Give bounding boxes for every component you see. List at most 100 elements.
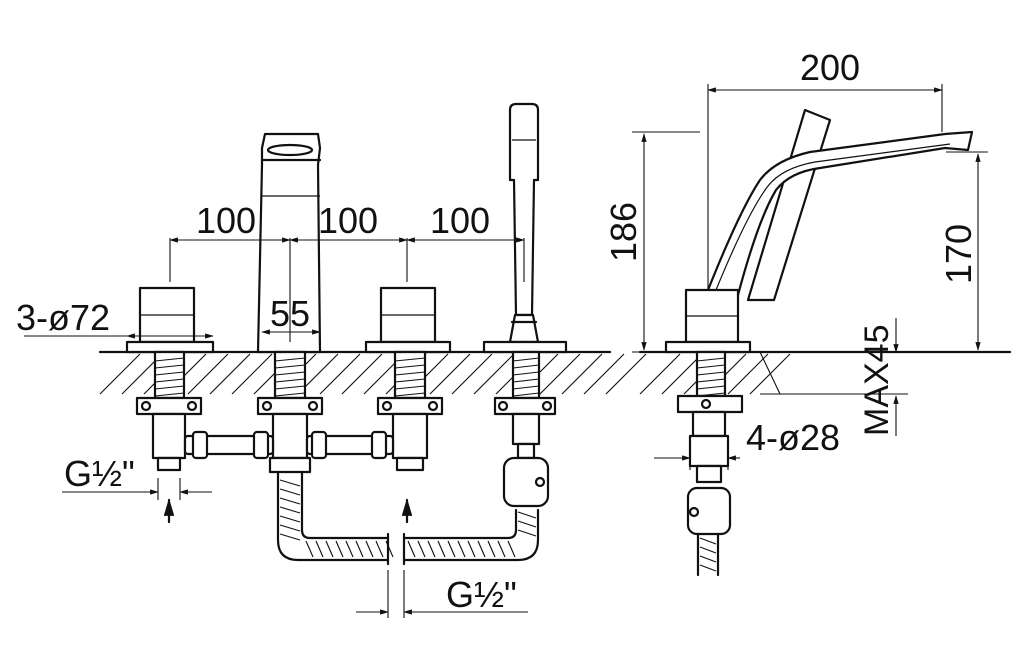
thread-line [512,357,540,362]
hatch-line [209,353,251,395]
left-handle [125,286,215,354]
dim-spacing-2: 100 [318,200,378,241]
hand-shower [482,102,568,354]
thread-line [154,392,185,397]
braid-line [305,540,314,558]
dim-thread-left: G½" [64,453,135,494]
braid-line [447,540,456,558]
inlet-arrows [163,498,413,524]
hatch-line [473,353,515,395]
braid-line [699,564,717,572]
braid-line [279,524,301,532]
dim-spacing-1: 100 [196,200,256,241]
dim-spout-height: 186 [603,202,644,262]
braid-line [427,540,436,558]
braid-line [699,555,717,563]
thread-line [696,357,726,362]
braid-line [279,479,301,487]
dim-thread-bottom: G½" [446,574,517,615]
hatch-line [99,353,141,395]
hatch-line [429,353,471,395]
braid-line [457,540,466,558]
thread-line [274,378,306,383]
dim-spacing-3: 100 [430,200,490,241]
thread-line [512,385,540,390]
hatch-line [341,353,383,395]
thread-line [512,378,540,383]
thread-line [512,371,540,376]
braid-line [517,529,537,537]
side-shank [695,350,727,398]
thread-line [274,385,306,390]
thread-line [394,371,426,376]
braid-line [517,511,537,519]
side-lower-assembly [676,394,744,577]
hatch-line [561,353,603,395]
braid-line [477,540,486,558]
thread-line [154,371,185,376]
braid-line [279,533,301,541]
braid-line [497,540,506,558]
hatch-line [605,353,647,395]
thread-line [274,371,306,376]
thread-line [274,364,306,369]
dim-connector: 4-ø28 [746,417,840,458]
valve-bodies [151,412,541,472]
thread-line [696,378,726,383]
braid-line [325,540,334,558]
thread-line [394,385,426,390]
braid-line [279,488,301,496]
hatch-line [451,353,493,395]
side-deck [638,350,1012,395]
dim-max-deck: MAX45 [858,325,896,437]
thread-line [394,357,426,362]
braided-hose [276,470,540,566]
cross-pipe [183,430,395,474]
hatch-line [319,353,361,395]
side-spout [664,108,974,354]
braid-line [345,540,354,558]
hatch-line [539,353,581,395]
spout [256,132,322,354]
hatch-line [583,353,625,395]
thread-line [154,385,185,390]
hatch-line [231,353,273,395]
thread-line [394,392,426,397]
thread-line [696,385,726,390]
braid-line [355,540,364,558]
braid-line [335,540,344,558]
dim-outlet-height: 170 [938,224,979,284]
thread-line [394,364,426,369]
braid-line [417,540,426,558]
dim-spout-length: 200 [800,47,860,88]
front-view: 100 100 100 55 3-ø72 G½" G½" [16,102,647,618]
braid-line [437,540,446,558]
braid-line [517,520,537,528]
thread-line [512,392,540,397]
braid-line [467,540,476,558]
thread-line [394,378,426,383]
braid-line [699,537,717,545]
thread-line [696,364,726,369]
braid-line [699,546,717,554]
braid-line [279,497,301,505]
braid-line [487,540,496,558]
braid-line [279,506,301,514]
right-handle [364,286,452,354]
thread-line [274,392,306,397]
front-dimensions [24,237,528,618]
thread-line [154,378,185,383]
thread-line [154,364,185,369]
thread-line [512,364,540,369]
dim-inner-width: 55 [270,293,310,334]
hatch-line [661,353,703,395]
thread-line [274,357,306,362]
hatch-line [187,353,229,395]
hose-connector [502,442,550,508]
braid-line [375,540,384,558]
side-dimensions [632,84,988,470]
braid-line [365,540,374,558]
braid-line [507,540,516,558]
thread-line [696,371,726,376]
